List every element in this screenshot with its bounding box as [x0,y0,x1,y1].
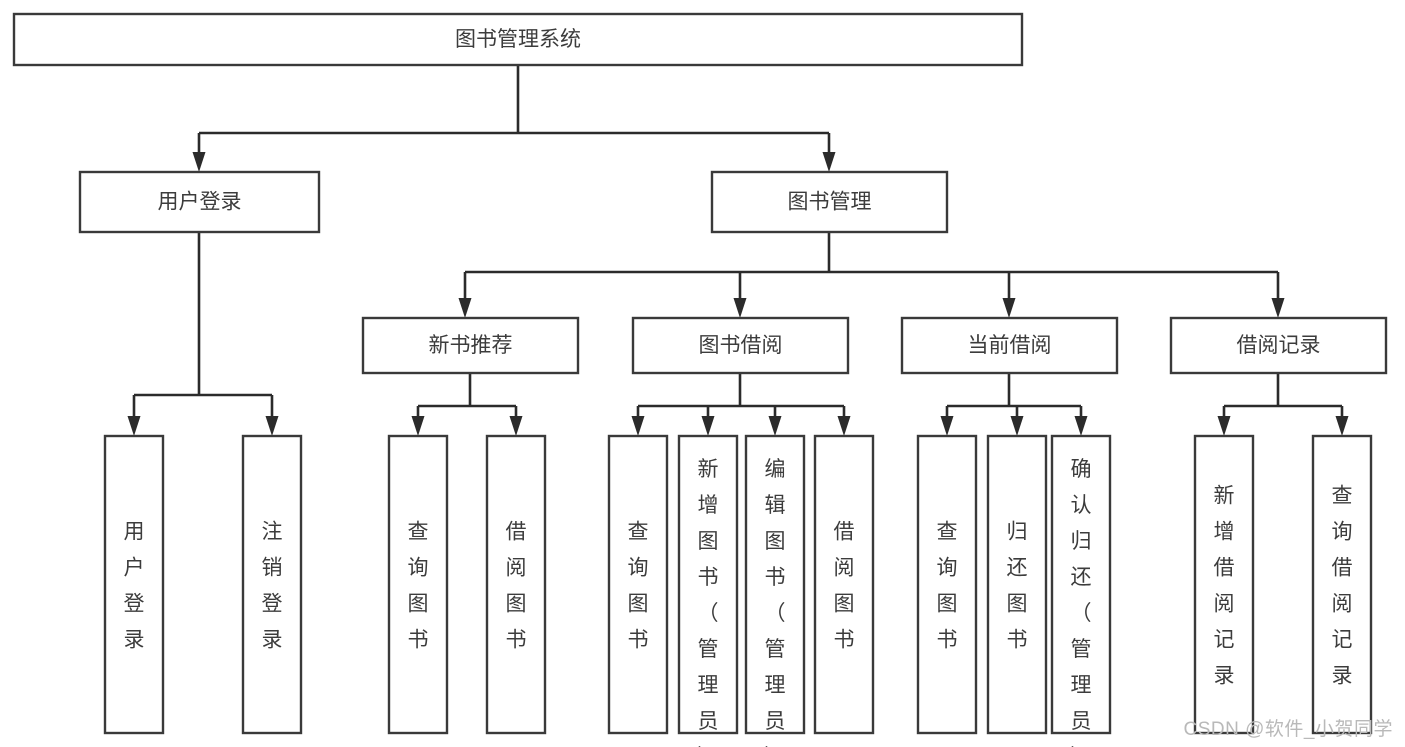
node-label-borrow-record: 借阅记录 [1237,334,1321,357]
node-new-book-recommend[interactable]: 新书推荐 [361,316,580,375]
node-label-root: 图书管理系统 [455,28,581,51]
node-box-leaf-query-borrow-record [1311,434,1373,735]
connector-user-login-to-leaves [127,232,279,436]
connector-book-borrow-to-leaves [631,373,851,436]
node-label-leaf-query-book-borrow: 查询图书 [628,520,649,651]
node-current-borrow[interactable]: 当前借阅 [900,316,1119,375]
node-box-leaf-return-book [986,434,1048,735]
node-leaf-query-book-current[interactable]: 查询图书 [916,434,978,735]
nodes-layer: 图书管理系统用户登录图书管理新书推荐图书借阅当前借阅借阅记录用户登录注销登录查询… [12,12,1388,747]
connector-book-management-to-level2 [458,232,1285,318]
node-label-leaf-query-borrow-record: 查询借阅记录 [1332,484,1353,687]
node-box-leaf-query-book-current [916,434,978,735]
connector-new-book-recommend-to-leaves [411,373,523,436]
node-box-leaf-user-login [103,434,165,735]
node-label-leaf-return-book: 归还图书 [1007,520,1028,651]
node-box-leaf-borrow-book-new [485,434,547,735]
node-label-leaf-confirm-return-admin: 确认归还（管理员） [1071,458,1092,747]
node-box-book-management [710,170,949,234]
connectors-layer [127,65,1349,436]
node-label-leaf-borrow-book-new: 借阅图书 [506,520,527,651]
node-label-leaf-add-book-admin: 新增图书（管理员） [698,458,719,747]
connector-borrow-record-to-leaves [1217,373,1349,436]
node-label-current-borrow: 当前借阅 [968,334,1052,357]
node-box-new-book-recommend [361,316,580,375]
node-borrow-record[interactable]: 借阅记录 [1169,316,1388,375]
node-label-leaf-query-book-current: 查询图书 [937,520,958,651]
node-label-user-login: 用户登录 [158,191,242,214]
node-leaf-borrow-book[interactable]: 借阅图书 [813,434,875,735]
node-box-leaf-add-borrow-record [1193,434,1255,735]
node-leaf-query-book-new[interactable]: 查询图书 [387,434,449,735]
connector-current-borrow-to-leaves [940,373,1088,436]
node-box-leaf-query-book-borrow [607,434,669,735]
node-box-leaf-logout [241,434,303,735]
node-book-management[interactable]: 图书管理 [710,170,949,234]
node-leaf-user-login[interactable]: 用户登录 [103,434,165,735]
node-box-leaf-add-book-admin [677,434,739,735]
node-user-login[interactable]: 用户登录 [78,170,321,234]
node-leaf-add-book-admin[interactable]: 新增图书（管理员） [677,434,739,747]
node-label-new-book-recommend: 新书推荐 [429,334,513,357]
node-box-leaf-borrow-book [813,434,875,735]
node-leaf-confirm-return-admin[interactable]: 确认归还（管理员） [1050,434,1112,747]
node-leaf-add-borrow-record[interactable]: 新增借阅记录 [1193,434,1255,735]
node-label-leaf-user-login: 用户登录 [124,520,145,651]
node-leaf-query-book-borrow[interactable]: 查询图书 [607,434,669,735]
node-leaf-borrow-book-new[interactable]: 借阅图书 [485,434,547,735]
connector-root-to-level1 [192,65,836,172]
node-box-leaf-confirm-return-admin [1050,434,1112,735]
node-label-book-management: 图书管理 [788,191,872,214]
node-box-leaf-query-book-new [387,434,449,735]
node-box-current-borrow [900,316,1119,375]
node-book-borrow[interactable]: 图书借阅 [631,316,850,375]
node-leaf-edit-book-admin[interactable]: 编辑图书（管理员） [744,434,806,747]
node-label-leaf-add-borrow-record: 新增借阅记录 [1214,484,1235,687]
node-box-book-borrow [631,316,850,375]
node-label-book-borrow: 图书借阅 [699,334,783,357]
node-label-leaf-borrow-book: 借阅图书 [834,520,855,651]
node-label-leaf-logout: 注销登录 [262,520,283,651]
node-box-root [12,12,1024,67]
node-box-user-login [78,170,321,234]
node-root[interactable]: 图书管理系统 [12,12,1024,67]
node-leaf-logout[interactable]: 注销登录 [241,434,303,735]
node-leaf-query-borrow-record[interactable]: 查询借阅记录 [1311,434,1373,735]
node-label-leaf-edit-book-admin: 编辑图书（管理员） [765,458,786,747]
node-label-leaf-query-book-new: 查询图书 [408,520,429,651]
node-box-leaf-edit-book-admin [744,434,806,735]
node-leaf-return-book[interactable]: 归还图书 [986,434,1048,735]
node-box-borrow-record [1169,316,1388,375]
